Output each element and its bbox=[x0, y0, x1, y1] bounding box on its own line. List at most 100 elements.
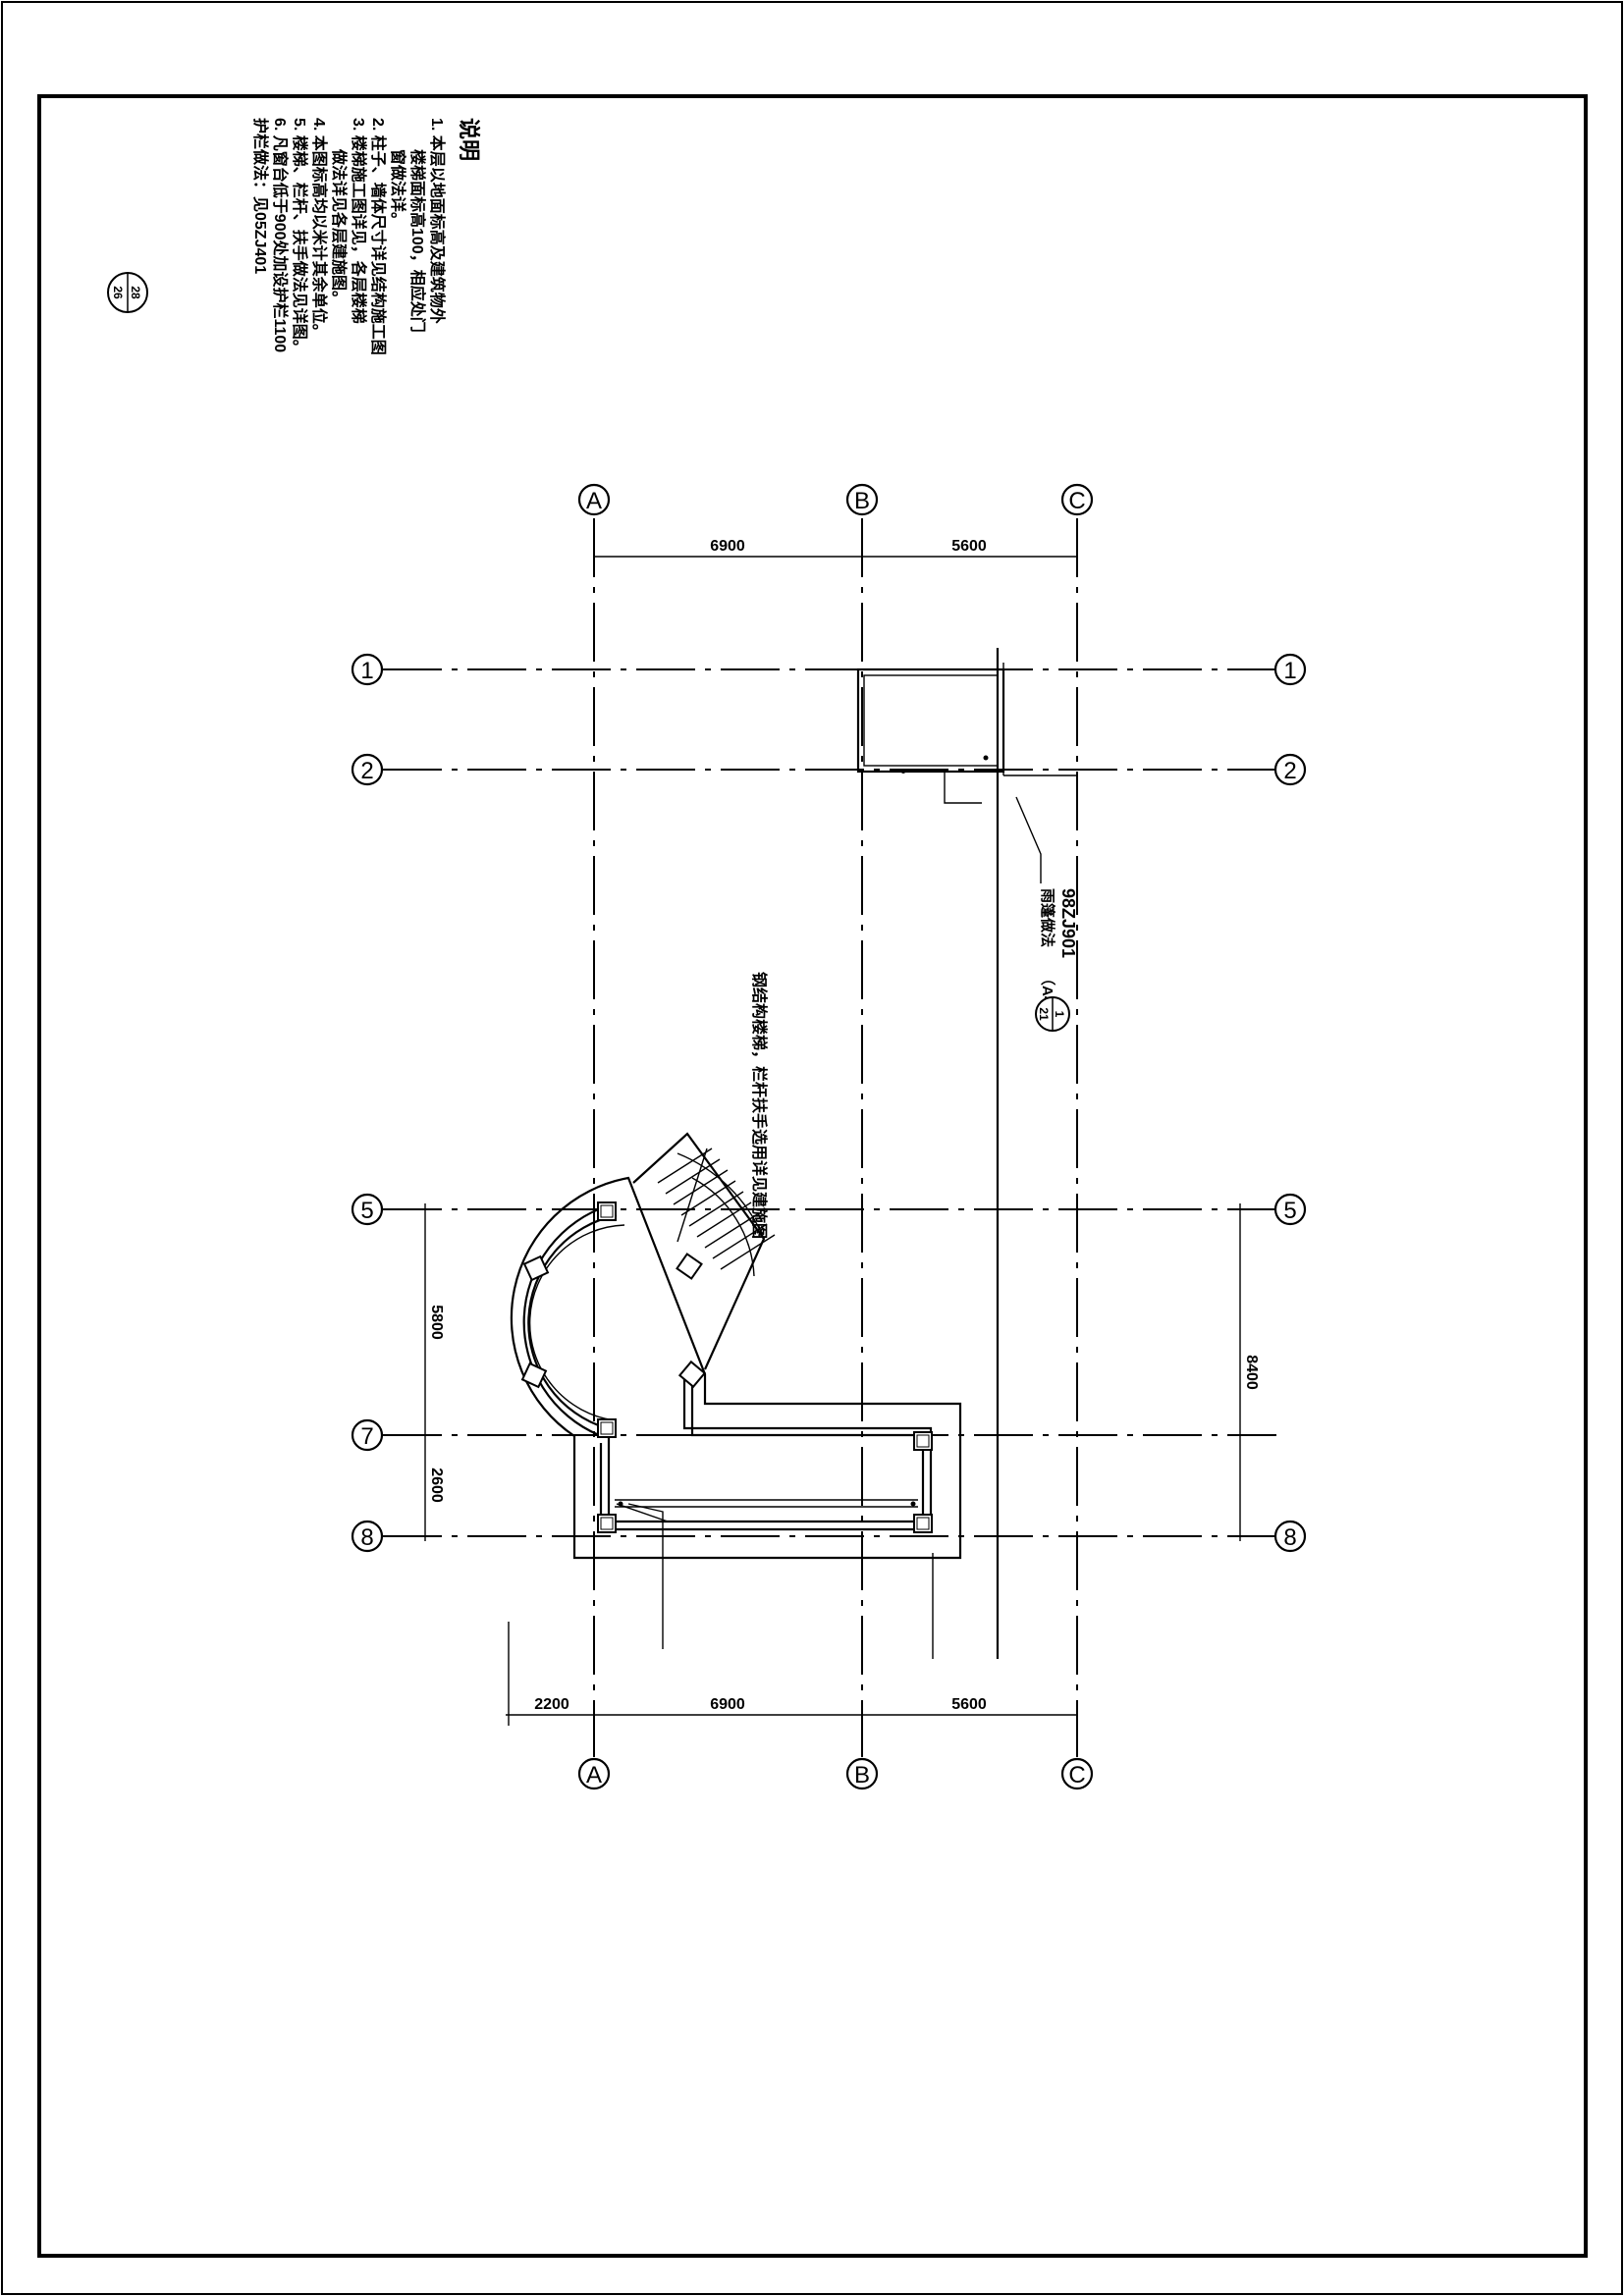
dim-bottom-ext: 2200 bbox=[534, 1696, 569, 1713]
note-line: 做法详见各层建施图。 bbox=[330, 148, 349, 306]
note-item: 6. 凡窗台低于900处加设护栏1100 bbox=[271, 118, 290, 352]
dimension-right: 8400 bbox=[1233, 1203, 1260, 1541]
svg-text:1: 1 bbox=[360, 658, 373, 684]
note-line: 6. 凡窗台低于900处加设护栏1100 bbox=[271, 118, 290, 352]
floor-plan-body bbox=[510, 1176, 962, 1659]
svg-text:2: 2 bbox=[360, 758, 373, 784]
note-number: 2. bbox=[369, 118, 386, 135]
axis-bubble-8-left: 8 bbox=[351, 1520, 384, 1553]
column bbox=[913, 1431, 933, 1451]
svg-text:8: 8 bbox=[1283, 1524, 1296, 1551]
axis-bubbles-rows: A B C A B C bbox=[577, 483, 1094, 1790]
dim-right-5-8: 8400 bbox=[1243, 1355, 1260, 1390]
note-line: 楼梯面标高100，相应处门 bbox=[408, 149, 427, 333]
svg-text:C: C bbox=[1068, 1762, 1085, 1789]
svg-text:B: B bbox=[854, 488, 870, 514]
column bbox=[522, 1255, 550, 1282]
grid-lines-horizontal bbox=[383, 668, 1276, 1537]
axis-bubble-A-bottom: A bbox=[577, 1757, 611, 1790]
ref-badge-top: 28 bbox=[129, 286, 142, 299]
grid-lines-vertical bbox=[593, 518, 1078, 1757]
dim-top-B-C: 5600 bbox=[951, 538, 987, 555]
note-line: 5. 楼梯、栏杆、扶手做法见详图。 bbox=[291, 118, 309, 355]
stair-flight bbox=[632, 1132, 776, 1370]
column bbox=[597, 1201, 617, 1221]
axis-bubble-1-left: 1 bbox=[351, 653, 384, 686]
axis-bubble-1-right: 1 bbox=[1273, 653, 1307, 686]
note-number: 5. bbox=[291, 118, 307, 135]
detail-badge: 1 21 bbox=[1035, 996, 1070, 1032]
note-line: 1. 本层以地面标高及建筑物外 bbox=[428, 118, 447, 324]
axis-bubble-C-bottom: C bbox=[1060, 1757, 1094, 1790]
svg-text:2: 2 bbox=[1283, 758, 1296, 784]
axis-bubble-2-right: 2 bbox=[1273, 753, 1307, 786]
note-line: 4. 本图标高均以米计其余单位。 bbox=[310, 118, 329, 340]
svg-text:钢结构楼梯，栏杆扶手选用详见建施图: 钢结构楼梯，栏杆扶手选用详见建施图 bbox=[750, 972, 769, 1239]
column bbox=[913, 1514, 933, 1533]
svg-text:C: C bbox=[1068, 488, 1085, 514]
note-line: 窗做法详。 bbox=[389, 149, 407, 228]
stair-treads bbox=[657, 1148, 776, 1270]
column bbox=[597, 1514, 617, 1533]
note-number: 6. bbox=[271, 118, 288, 135]
note-item: 2. 柱子、墙体尺寸详见结构施工图 bbox=[369, 118, 388, 355]
axis-bubble-8-right: 8 bbox=[1273, 1520, 1307, 1553]
stair-tread bbox=[688, 1191, 744, 1227]
axis-bubble-7-left: 7 bbox=[351, 1418, 384, 1452]
svg-text:5: 5 bbox=[360, 1198, 373, 1224]
dim-bottom-A-B: 6900 bbox=[710, 1696, 745, 1713]
detail-badge-bottom: 21 bbox=[1037, 1007, 1051, 1021]
stair-tread bbox=[673, 1169, 729, 1205]
drawing-frame bbox=[37, 94, 1588, 2258]
axis-bubble-B-bottom: B bbox=[845, 1757, 879, 1790]
column bbox=[520, 1362, 548, 1389]
note-line: 2. 柱子、墙体尺寸详见结构施工图 bbox=[369, 118, 388, 355]
note-number: 3. bbox=[350, 118, 366, 135]
note-item: 5. 楼梯、栏杆、扶手做法见详图。 bbox=[291, 118, 309, 355]
axis-bubble-A-top: A bbox=[577, 483, 611, 516]
axis-bubble-C-top: C bbox=[1060, 483, 1094, 516]
detail-std: 98ZJ901 bbox=[1058, 888, 1078, 958]
note-item: 护栏做法：见05ZJ401 bbox=[251, 118, 270, 274]
column bbox=[597, 1418, 617, 1438]
axis-bubble-B-top: B bbox=[845, 483, 879, 516]
ref-badge: 28 26 bbox=[107, 272, 148, 313]
note-item: 4. 本图标高均以米计其余单位。 bbox=[310, 118, 329, 340]
svg-text:1: 1 bbox=[1283, 658, 1296, 684]
columns bbox=[520, 1201, 933, 1533]
stair-tread bbox=[657, 1148, 713, 1184]
axis-bubbles-cols: 1 2 5 7 8 1 2 5 8 bbox=[351, 653, 1307, 1553]
stair-tread bbox=[665, 1158, 721, 1195]
ref-badge-bottom: 26 bbox=[111, 286, 125, 299]
stair-tread bbox=[696, 1201, 752, 1238]
dim-bottom-B-C: 5600 bbox=[951, 1696, 987, 1713]
note-line: 护栏做法：见05ZJ401 bbox=[251, 118, 270, 274]
canopy-room bbox=[856, 648, 1077, 1659]
note-number: 4. bbox=[310, 118, 327, 135]
axis-bubble-5-left: 5 bbox=[351, 1193, 384, 1226]
stair-tread bbox=[720, 1234, 776, 1270]
dim-left-5-7: 5800 bbox=[428, 1305, 445, 1340]
detail-badge-top: 1 bbox=[1053, 1011, 1066, 1018]
svg-text:A: A bbox=[586, 488, 602, 514]
stair-tread bbox=[704, 1212, 760, 1249]
axis-bubble-2-left: 2 bbox=[351, 753, 384, 786]
notes-heading: 说明 bbox=[457, 118, 481, 161]
note-number: 1. bbox=[428, 118, 445, 135]
dimension-left: 5800 2600 bbox=[418, 1203, 445, 1541]
svg-text:B: B bbox=[854, 1762, 870, 1789]
axis-bubble-5-right: 5 bbox=[1273, 1193, 1307, 1226]
detail-title: 雨篷做法 bbox=[1039, 888, 1056, 947]
dimension-bottom: 2200 6900 5600 bbox=[506, 1622, 1078, 1726]
svg-text:8: 8 bbox=[360, 1524, 373, 1551]
stair-tread bbox=[712, 1223, 768, 1259]
dim-left-7-8: 2600 bbox=[428, 1468, 445, 1503]
note-line: 3. 楼梯施工图详见，各层楼梯 bbox=[350, 118, 368, 324]
dim-top-A-B: 6900 bbox=[710, 538, 745, 555]
